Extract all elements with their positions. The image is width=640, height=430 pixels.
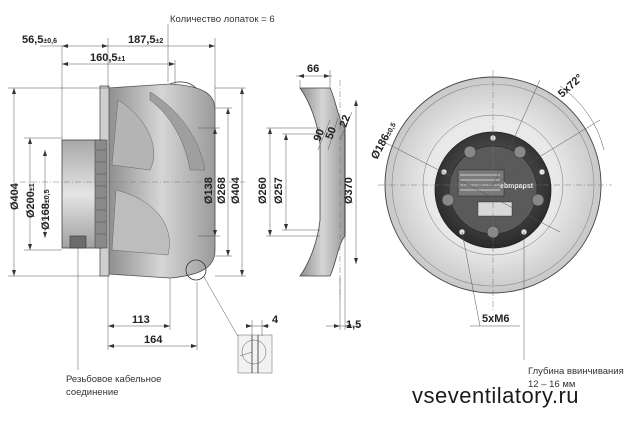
cable-entry-label-1: Резьбовое кабельное (66, 374, 161, 385)
hub-bosses (441, 145, 545, 239)
dim-113: 113 (132, 314, 150, 326)
dim-o370: Ø370 (343, 177, 355, 204)
dim-66: 66 (307, 63, 319, 75)
dim-160-5: 160,5±1 (90, 52, 125, 64)
dim-o268: Ø268 (216, 177, 228, 204)
dim-o404-left: Ø404 (9, 182, 21, 210)
dim-4: 4 (272, 314, 279, 326)
cable-entry-label-2: соединение (66, 387, 118, 398)
impeller-blade (149, 91, 206, 171)
impeller-blade (111, 99, 154, 171)
front-view: ebmpapst (378, 70, 612, 360)
dim-90: 90 (312, 127, 327, 143)
screw-depth-label-2: 12 – 16 мм (528, 379, 575, 390)
dim-o257: Ø257 (273, 177, 285, 204)
top-dimensions (40, 24, 216, 140)
motor-fins (96, 149, 106, 235)
bottom-dimensions (107, 276, 270, 350)
dim-56-5: 56,5±0,6 (22, 34, 57, 46)
dim-o260: Ø260 (257, 177, 269, 204)
rotor-brand-label: ebmpapst (500, 183, 534, 190)
inlet-ring-profile (299, 87, 346, 277)
blades-count-label: Количество лопаток = 6 (170, 14, 275, 25)
dim-1-5: 1,5 (346, 319, 361, 331)
dim-187-5: 187,5±2 (128, 34, 163, 46)
terminal-box (457, 169, 505, 197)
middle-diameter-dims (198, 87, 246, 277)
dim-164: 164 (144, 334, 163, 346)
left-diameter-dims (8, 87, 108, 277)
dim-5xM6: 5xM6 (482, 313, 510, 325)
dim-o404-right: Ø404 (230, 176, 242, 204)
inlet-ring-section (266, 70, 360, 330)
watermark: vseventilatory.ru (412, 383, 579, 408)
dim-22: 22 (338, 113, 353, 129)
side-view (20, 81, 273, 374)
detail-circle (185, 259, 207, 281)
impeller-blade (111, 189, 170, 256)
dim-o138: Ø138 (203, 177, 215, 204)
motor-flange (94, 139, 108, 249)
screw-depth-label-1: Глубина ввинчивания (528, 366, 624, 377)
inlet-ring (169, 81, 197, 89)
dim-o168: Ø168±0,5 (40, 189, 52, 230)
dim-5x72: 5x72° (556, 72, 585, 100)
detail-enlargement (237, 334, 273, 374)
dim-50: 50 (324, 125, 339, 141)
mounting-holes (440, 134, 546, 236)
dim-o200: Ø200±1 (25, 183, 37, 218)
rating-plate (477, 201, 513, 217)
cable-gland (69, 235, 87, 249)
